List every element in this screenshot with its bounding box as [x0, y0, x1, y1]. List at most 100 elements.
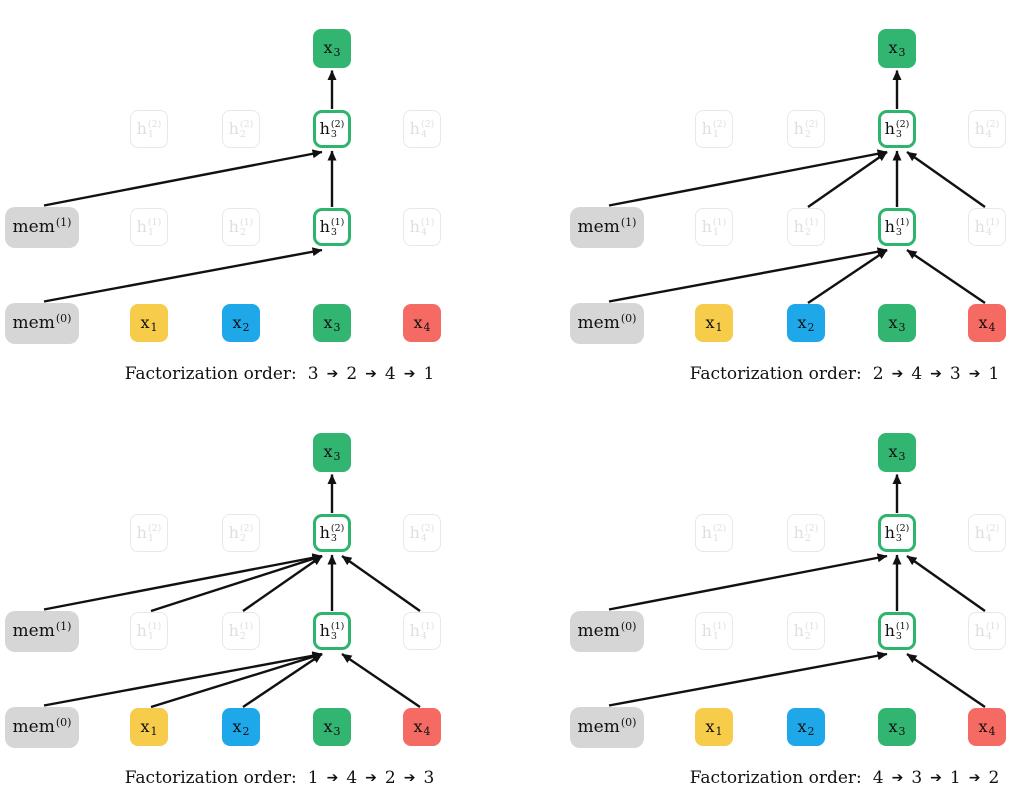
caption-step: 3	[949, 364, 961, 384]
hidden-node-h3l1: h(1)3	[878, 208, 916, 246]
h-base: h	[136, 621, 147, 640]
mem-bottom-node: mem(0)	[570, 706, 644, 748]
caption-arrow-icon: ➔	[930, 366, 942, 382]
h-subscript: 1	[712, 630, 719, 642]
x-subscript: 2	[807, 320, 815, 334]
h-scripts: (2)3	[331, 119, 344, 139]
mem-middle-node: mem(1)	[5, 610, 79, 652]
h-scripts: (2)3	[895, 523, 909, 544]
h-base: h	[409, 621, 420, 640]
h-subscript: 2	[804, 226, 811, 238]
mem-label: mem(1)	[13, 621, 72, 640]
h-base: h	[793, 217, 804, 236]
h-label: h(2)3	[319, 119, 345, 139]
h-subscript: 1	[147, 128, 154, 140]
h-label: h(1)1	[136, 217, 162, 237]
caption-arrow-icon: ➔	[365, 366, 377, 382]
h-base: h	[974, 217, 985, 236]
arrow-h2l1-to-h3l2	[242, 555, 323, 612]
h-base: h	[319, 621, 330, 640]
h-scripts: (2)1	[147, 522, 162, 543]
h-label: h(2)2	[794, 119, 819, 140]
hidden-node-h3l1: h(1)3	[878, 612, 916, 650]
h-subscript: 3	[330, 226, 337, 238]
mem-label: mem(0)	[578, 313, 637, 332]
h-superscript: (1)	[804, 620, 819, 632]
x-base: x	[140, 717, 150, 736]
arrow-h1l1-to-h3l2	[150, 554, 323, 613]
h-scripts: (2)3	[331, 523, 344, 543]
arrow-x2-to-h3l1	[242, 653, 323, 708]
h-base: h	[136, 217, 147, 236]
h-scripts: (1)4	[986, 621, 999, 641]
hidden-node-h3l2: h(2)3	[878, 110, 916, 148]
hidden-node-h2l2: h(2)2	[222, 514, 260, 552]
hidden-node-h2l1: h(1)2	[787, 612, 825, 650]
h-base: h	[974, 621, 985, 640]
h-label: h(1)3	[885, 621, 910, 641]
h-subscript: 4	[420, 128, 427, 140]
h-subscript: 2	[804, 128, 811, 140]
x-subscript: 3	[333, 45, 341, 59]
x-base: x	[888, 442, 898, 461]
mem-superscript: (1)	[55, 215, 72, 229]
h-superscript: (1)	[712, 216, 727, 228]
hidden-node-h4l1: h(1)4	[968, 208, 1006, 246]
h-superscript: (1)	[239, 620, 254, 632]
x-subscript: 3	[898, 449, 906, 463]
h-subscript: 3	[895, 532, 902, 544]
x-subscript: 2	[242, 320, 250, 334]
h-base: h	[136, 119, 147, 138]
hidden-node-h4l2: h(2)4	[968, 110, 1006, 148]
caption-step: 3	[911, 768, 923, 788]
arrow-x4-to-h3l1	[906, 653, 986, 708]
hidden-node-h3l1: h(1)3	[313, 208, 351, 246]
h-superscript: (1)	[147, 620, 162, 632]
x-base: x	[323, 313, 333, 332]
hidden-node-h1l2: h(2)1	[130, 110, 168, 148]
arrow-mem0-to-h3l1	[608, 247, 888, 303]
h-label: h(1)1	[702, 216, 727, 237]
h-label: h(2)1	[702, 523, 727, 543]
x-base: x	[140, 313, 150, 332]
caption-step: 2	[346, 364, 358, 384]
caption-step: 1	[423, 364, 435, 384]
x-subscript: 3	[333, 724, 341, 738]
hidden-node-h3l2: h(2)3	[878, 514, 916, 552]
x-subscript: 4	[423, 724, 431, 738]
h-label: h(2)1	[702, 118, 727, 139]
x-subscript: 1	[150, 724, 158, 738]
h-base: h	[974, 523, 985, 542]
h-scripts: (2)2	[240, 119, 253, 139]
caption-prefix: Factorization order:	[124, 768, 297, 788]
mem-label: mem(1)	[578, 217, 637, 236]
arrow-h4l1-to-h3l2	[906, 555, 986, 612]
arrow-h2l1-to-h3l2	[807, 151, 888, 208]
h-base: h	[884, 523, 895, 542]
h-subscript: 4	[985, 128, 992, 140]
mem-bottom-node: mem(0)	[570, 302, 644, 344]
caption-prefix: Factorization order:	[689, 364, 862, 384]
h-base: h	[319, 119, 330, 138]
h-label: h(1)1	[702, 621, 727, 642]
hidden-node-h1l2: h(2)1	[130, 514, 168, 552]
h-superscript: (2)	[712, 118, 727, 130]
caption-step: 3	[307, 364, 319, 384]
h-base: h	[228, 621, 239, 640]
x-base: x	[232, 313, 242, 332]
hidden-node-h2l1: h(1)2	[787, 208, 825, 246]
x-base: x	[888, 313, 898, 332]
h-subscript: 1	[147, 630, 154, 642]
h-superscript: (2)	[147, 522, 162, 534]
